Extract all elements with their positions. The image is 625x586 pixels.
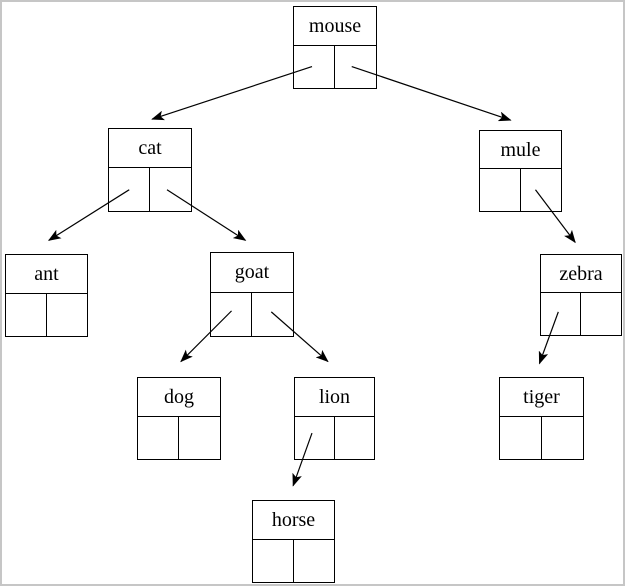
node-label: tiger [500,378,583,417]
left-pointer-cell [500,416,542,459]
right-pointer-cell [581,293,621,335]
tree-node-cat: cat [108,128,192,212]
right-pointer-cell [335,417,375,459]
left-pointer-cell [295,416,335,459]
tree-node-lion: lion [294,377,375,460]
left-pointer-cell [138,416,179,459]
left-pointer-cell [480,169,521,211]
pointer-cells [253,539,335,582]
pointer-cells [6,293,88,336]
node-label: dog [138,378,220,417]
right-pointer-cell [179,417,220,459]
left-pointer-cell [6,293,47,336]
tree-node-zebra: zebra [540,254,622,336]
tree-node-dog: dog [137,377,221,460]
node-label: cat [109,129,191,169]
pointer-cells [500,416,584,459]
right-pointer-cell [47,294,88,336]
pointer-cells [138,416,220,459]
right-pointer-cell [335,46,376,88]
node-label: ant [6,255,87,294]
node-label: goat [211,253,293,293]
right-pointer-cell [521,169,562,211]
right-pointer-cell [150,168,191,211]
pointer-cells [294,45,376,88]
pointer-cells [480,169,561,211]
pointer-cells [109,168,191,211]
tree-node-mule: mule [479,130,562,212]
tree-node-tiger: tiger [499,377,584,460]
node-label: zebra [541,255,621,294]
pointer-cells [211,292,293,336]
tree-node-goat: goat [210,252,294,337]
node-label: mouse [294,7,376,46]
node-label: horse [253,501,334,540]
tree-node-ant: ant [5,254,88,337]
left-pointer-cell [211,292,252,336]
tree-node-horse: horse [252,500,335,583]
node-label: mule [480,131,561,170]
right-pointer-cell [252,293,293,336]
left-pointer-cell [109,168,150,211]
node-label: lion [295,378,374,417]
tree-node-mouse: mouse [293,6,377,89]
right-pointer-cell [542,417,584,459]
right-pointer-cell [294,540,335,582]
pointer-cells [295,416,375,459]
left-pointer-cell [294,45,335,88]
pointer-cells [541,293,621,335]
edge-mouse-left-to-cat [151,65,313,121]
left-pointer-cell [541,293,581,335]
left-pointer-cell [253,539,294,582]
